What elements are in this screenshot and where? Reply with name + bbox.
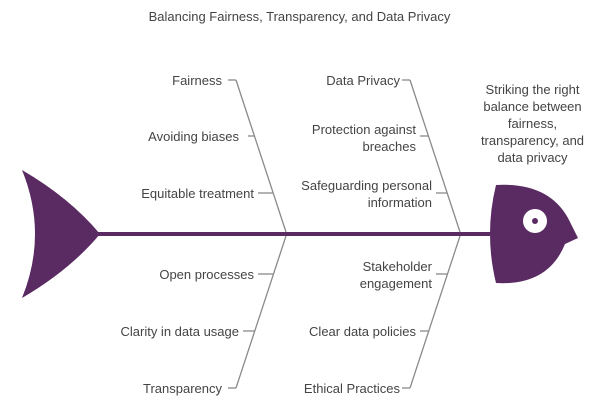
bone-bottom-left: [235, 235, 287, 389]
cause-avoiding-biases: Avoiding biases: [148, 129, 239, 144]
bone-bottom-right: [409, 235, 461, 389]
diagram-title: Balancing Fairness, Transparency, and Da…: [148, 9, 451, 24]
cause-clarity-in-data-usage: Clarity in data usage: [120, 324, 239, 339]
cause-stakeholder-engagement: Stakeholder engagement: [359, 259, 432, 291]
bone-top-left: [235, 79, 287, 233]
bone-top-right: [409, 79, 461, 233]
category-fairness: Fairness: [172, 73, 222, 88]
category-ethical-practices: Ethical Practices: [303, 381, 400, 396]
fish-head: [490, 184, 578, 284]
cause-protection-against-breaches: Protection against breaches: [311, 122, 416, 154]
fish-pupil: [532, 218, 538, 224]
cause-clear-data-policies: Clear data policies: [309, 324, 416, 339]
cause-open-processes: Open processes: [159, 267, 254, 282]
fish-tail: [22, 170, 100, 298]
category-transparency: Transparency: [143, 381, 222, 396]
cause-equitable-treatment: Equitable treatment: [141, 186, 254, 201]
cause-safeguarding-personal-information: Safeguarding personal information: [301, 178, 432, 210]
effect-statement: Striking the right balance between fairn…: [480, 82, 585, 165]
category-data-privacy: Data Privacy: [326, 73, 400, 88]
